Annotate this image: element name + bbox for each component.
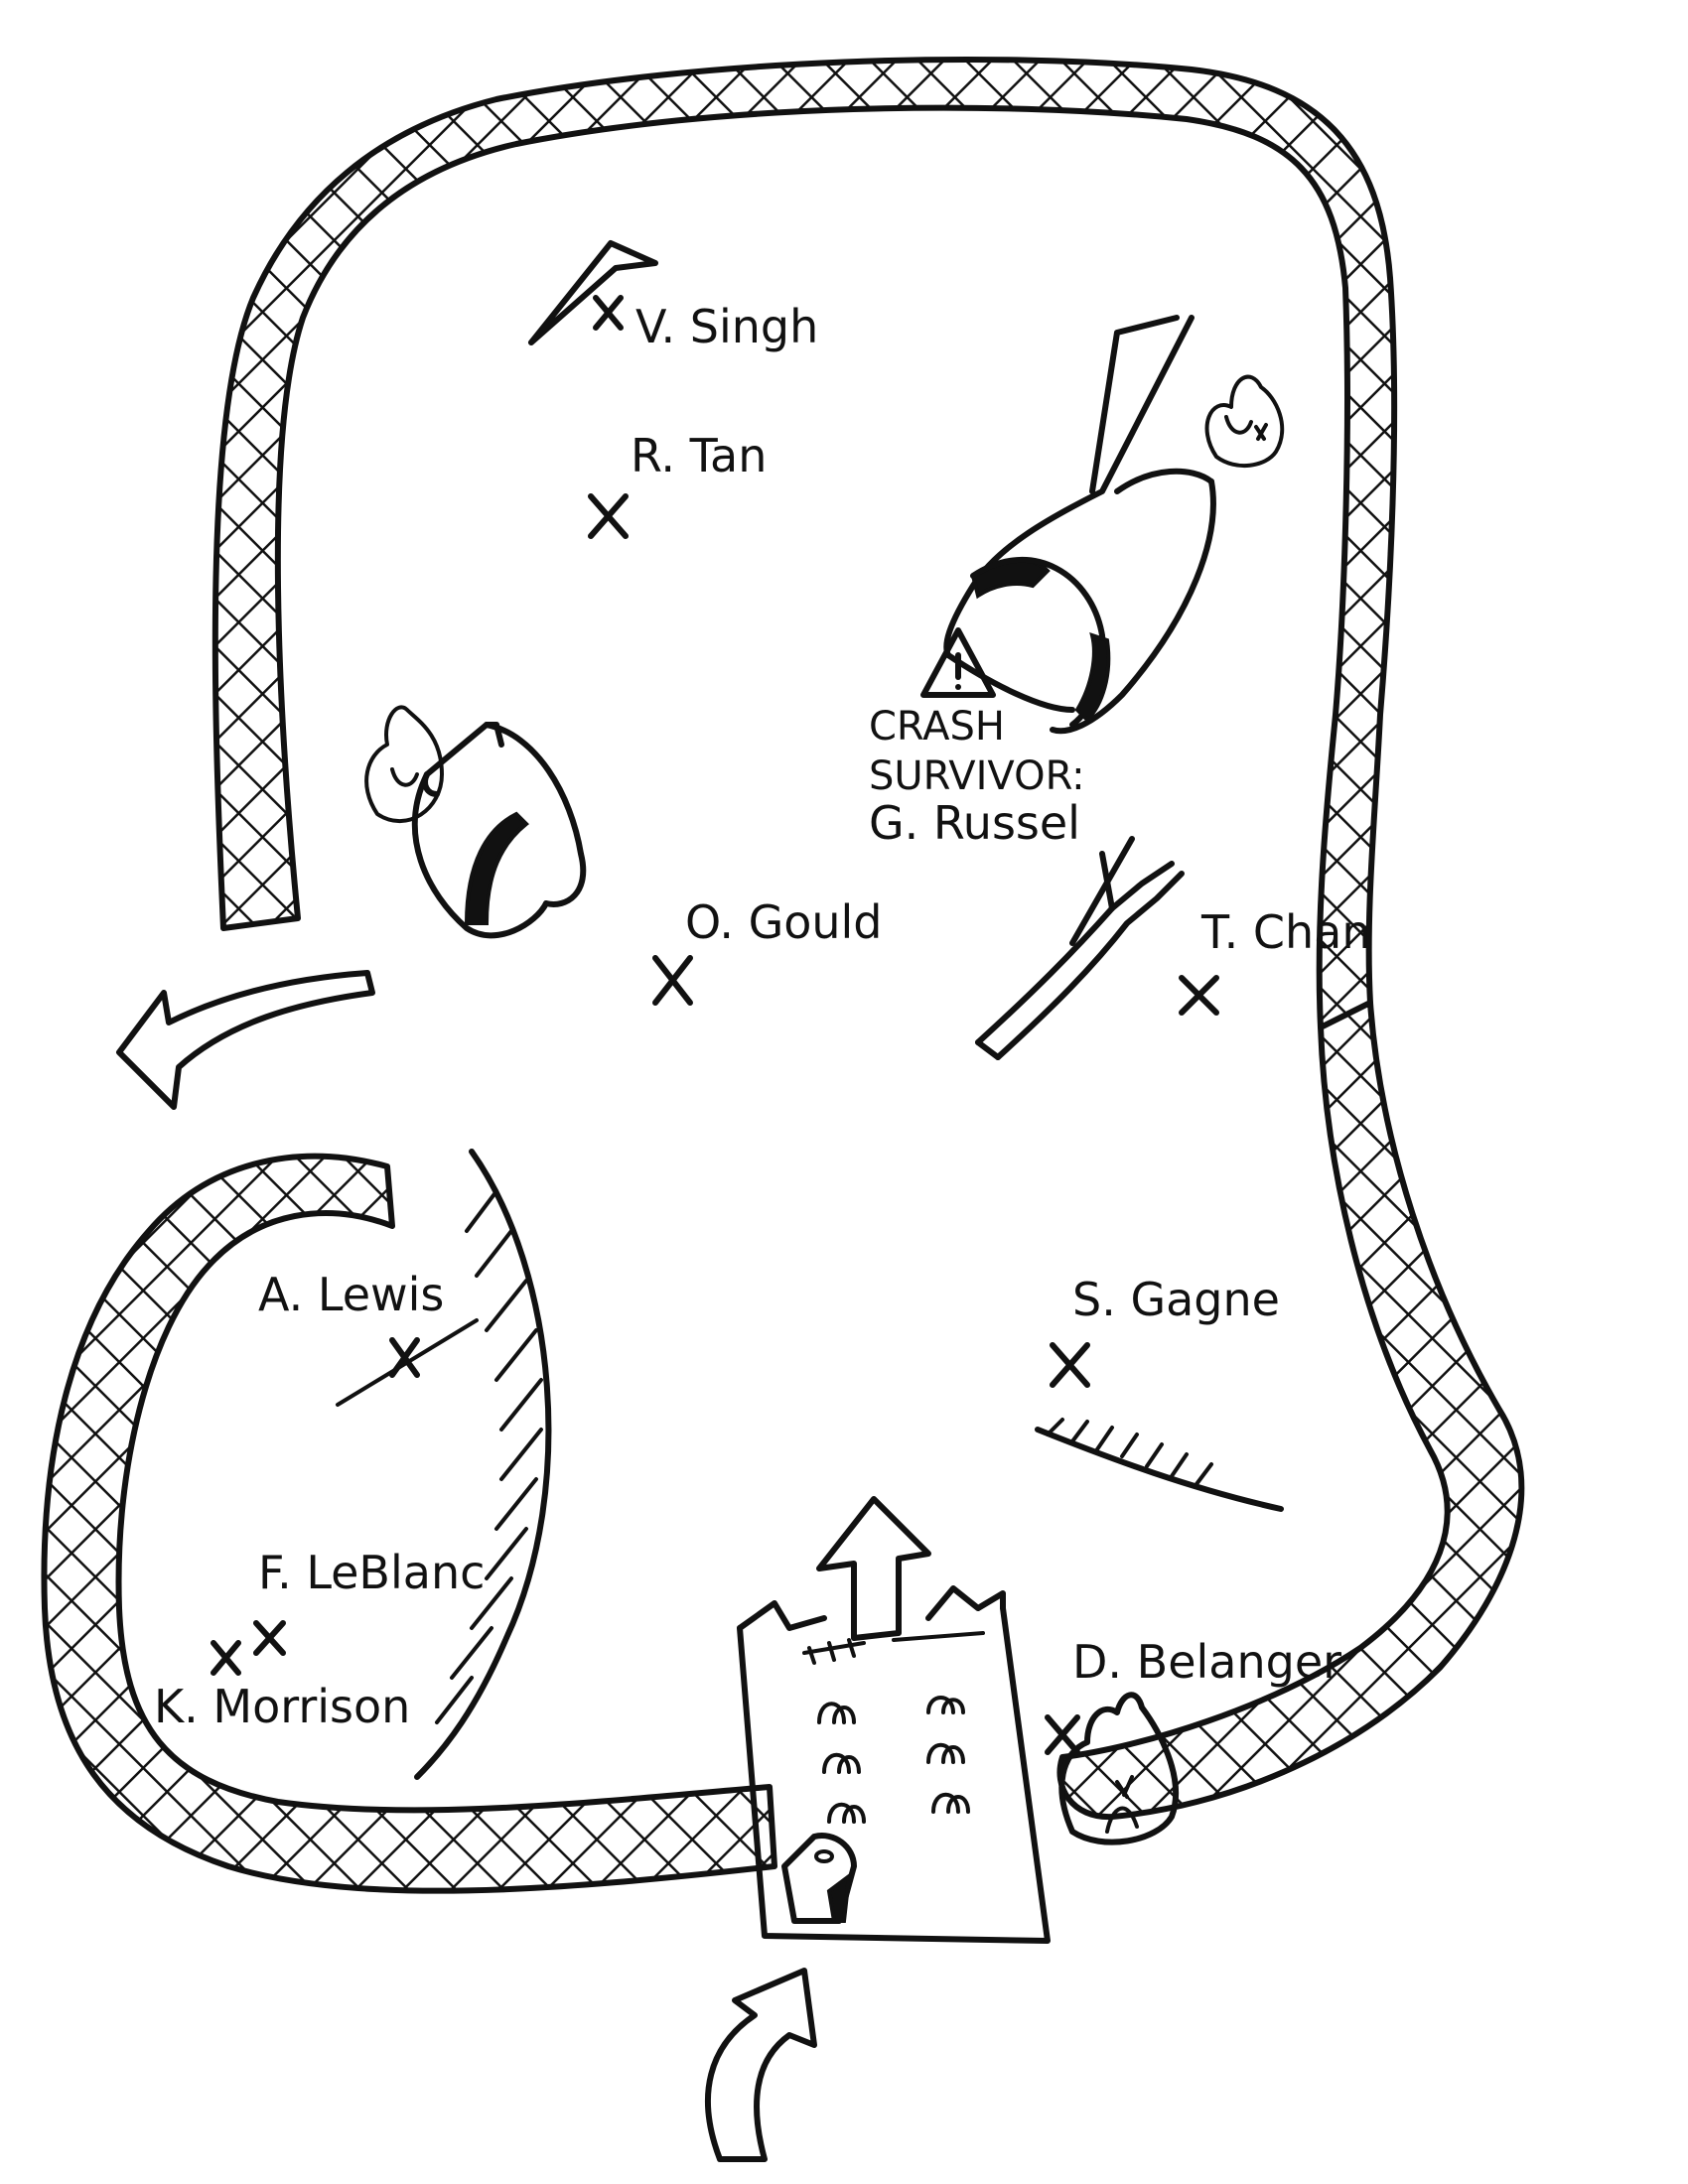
person-label: R. Tan — [631, 429, 767, 482]
arrow-curved-up-icon — [705, 1968, 817, 2162]
person-label: O. Gould — [685, 895, 883, 949]
person-marker-gould: O. Gould — [652, 895, 883, 1006]
fire-icon — [1204, 374, 1285, 469]
person-label: D. Belanger — [1072, 1635, 1341, 1689]
arrow-left-icon — [116, 970, 375, 1110]
person-marker-leblanc: F. LeBlanc — [253, 1546, 485, 1656]
person-marker-lewis: A. Lewis — [258, 1268, 444, 1378]
survivor-note-line3: G. Russel — [869, 796, 1080, 850]
crashed-plane-fuselage — [943, 315, 1285, 735]
building — [737, 1496, 1051, 1944]
shaded-barrier-left — [414, 1149, 552, 1780]
person-label: K. Morrison — [154, 1680, 410, 1733]
arrow-up-icon — [816, 1496, 931, 1641]
person-marker-tan: R. Tan — [588, 429, 767, 539]
fire-icon — [364, 705, 444, 824]
person-label: F. LeBlanc — [258, 1546, 485, 1599]
person-marker-singh: V. Singh — [593, 295, 818, 353]
survivor-note-line2: SURVIVOR: — [869, 753, 1085, 799]
cross-hatched-wall-right — [1056, 1000, 1525, 1821]
person-marker-morrison: K. Morrison — [154, 1640, 410, 1733]
cross-hatched-wall-upper — [211, 57, 1398, 1030]
wreckage-section-left — [364, 705, 587, 939]
person-marker-belanger: D. Belanger — [1045, 1635, 1341, 1755]
wreckage-fragment-top — [528, 240, 658, 345]
wreckage-debris-branch — [975, 836, 1185, 1060]
person-label: S. Gagne — [1072, 1273, 1280, 1326]
person-label: A. Lewis — [258, 1268, 444, 1321]
shaded-barrier-right — [1035, 1418, 1284, 1512]
person-label: V. Singh — [635, 300, 818, 353]
person-marker-chan: T. Chan — [1179, 905, 1371, 1016]
person-marker-gagne: S. Gagne — [1050, 1273, 1280, 1388]
warning-triangle-icon — [920, 627, 996, 698]
crash-survivor-note: CRASH SURVIVOR: G. Russel — [869, 704, 1085, 850]
survivor-note-line1: CRASH — [869, 704, 1005, 750]
person-label: T. Chan — [1200, 905, 1371, 959]
cross-hatched-wall-lower-left — [41, 1153, 777, 1894]
